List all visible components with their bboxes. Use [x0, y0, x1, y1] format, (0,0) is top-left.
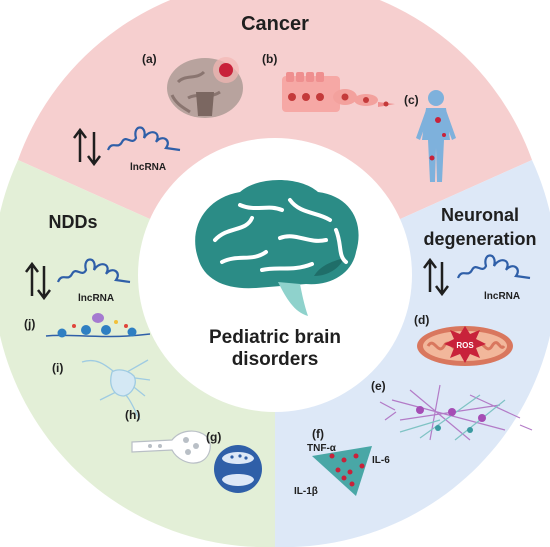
axon-icon — [131, 430, 211, 464]
panel-label-h: (h) — [125, 408, 140, 422]
mitochondrion-icon — [417, 326, 513, 366]
cytokine-tnf: TNF-α — [307, 443, 337, 454]
neuron-network-icon — [379, 384, 533, 441]
cancer-sector — [18, 0, 532, 275]
cytokine-il1b: IL-1β — [294, 486, 318, 497]
neuron-icon — [81, 359, 151, 421]
center-title-line2: disorders — [232, 349, 319, 370]
lncrna-label-cancer: lncRNA — [130, 162, 166, 173]
microglia-icon — [312, 446, 372, 496]
lncrna-icon — [73, 126, 181, 167]
ros-label: ROS — [456, 341, 474, 350]
panel-label-e: (e) — [371, 379, 386, 393]
panel-label-g: (g) — [206, 430, 221, 444]
human-body-icon — [416, 90, 456, 182]
neuro-title-line1: Neuronal — [441, 205, 519, 225]
cytokine-il6: IL-6 — [372, 455, 390, 466]
lncrna-icon — [423, 254, 531, 297]
chromatin-icon — [45, 313, 151, 338]
panel-label-a: (a) — [142, 52, 157, 66]
panel-label-f: (f) — [312, 427, 324, 441]
neuro-title-line2: degeneration — [423, 229, 536, 249]
brain-tumor-icon — [167, 57, 243, 118]
panel-label-j: (j) — [24, 317, 35, 331]
brain-icon — [195, 180, 359, 316]
ndds-title: NDDs — [48, 212, 97, 232]
lncrna-label-neuro: lncRNA — [484, 291, 520, 302]
cell-migration-icon — [282, 72, 395, 112]
lncrna-icon — [25, 258, 131, 301]
panel-label-i: (i) — [52, 361, 63, 375]
cancer-title: Cancer — [241, 13, 309, 35]
lncrna-label-ndds: lncRNA — [78, 293, 114, 304]
synapse-icon — [214, 445, 262, 493]
center-title-line1: Pediatric brain — [209, 327, 341, 348]
panel-label-c: (c) — [404, 93, 419, 107]
panel-label-b: (b) — [262, 52, 277, 66]
panel-label-d: (d) — [414, 313, 429, 327]
